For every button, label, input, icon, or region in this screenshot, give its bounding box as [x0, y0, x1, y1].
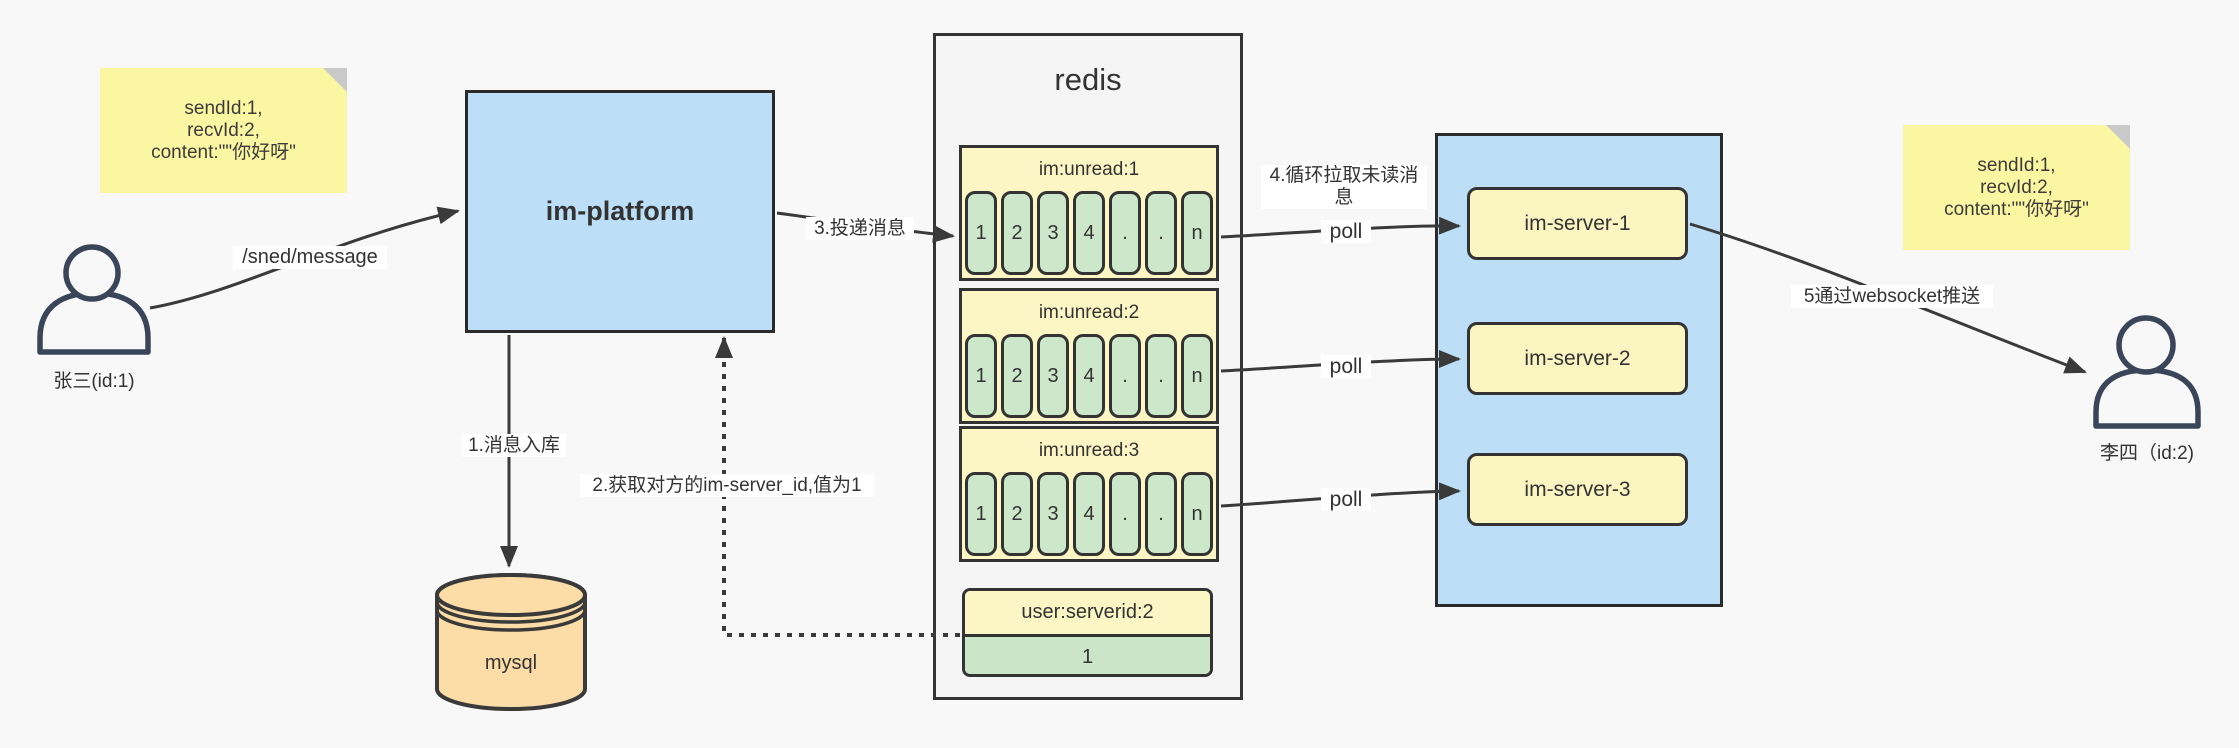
queue-cells: 1 2 3 4 . . n — [962, 191, 1216, 275]
label-poll-3: poll — [1321, 488, 1371, 511]
kv-header: user:serverid:2 — [965, 591, 1210, 634]
queue-header: im:unread:3 — [1038, 440, 1140, 461]
queue-cell: 3 — [1037, 472, 1069, 556]
queue-header: im:unread:2 — [1038, 302, 1140, 323]
queue-cell: . — [1109, 191, 1141, 275]
queue-cells: 1 2 3 4 . . n — [962, 472, 1216, 556]
user-serverid-box: user:serverid:2 1 — [962, 588, 1213, 677]
receiver-label: 李四（id:2) — [2100, 443, 2194, 464]
label-step5: 5通过websocket推送 — [1791, 285, 1993, 308]
queue-cell: 1 — [965, 191, 997, 275]
label-poll-1: poll — [1321, 220, 1371, 243]
kv-value: 1 — [965, 634, 1210, 674]
queue-cell: 4 — [1073, 472, 1105, 556]
im-server-1-box: im-server-1 — [1467, 187, 1688, 260]
queue-cell: n — [1181, 334, 1213, 418]
queue-cell: . — [1145, 472, 1177, 556]
label-step3: 3.投递消息 — [806, 217, 914, 240]
unread-queue-2: im:unread:2 1 2 3 4 . . n — [959, 288, 1219, 424]
note-fold-corner — [2106, 125, 2130, 149]
user-icon-receiver — [2093, 315, 2201, 429]
message-payload-note-left: sendId:1, recvId:2, content:""你好呀" — [100, 68, 347, 193]
unread-queue-1: im:unread:1 1 2 3 4 . . n — [959, 145, 1219, 281]
note-fold-corner — [323, 68, 347, 92]
label-step4: 4.循环拉取未读消息 — [1261, 165, 1427, 209]
queue-cell: 4 — [1073, 334, 1105, 418]
queue-cell: . — [1109, 472, 1141, 556]
user-icon-sender — [37, 244, 151, 355]
redis-title: redis — [1054, 62, 1122, 97]
im-platform-box: im-platform — [465, 90, 775, 333]
mysql-database-icon — [435, 573, 587, 711]
queue-cell: 1 — [965, 472, 997, 556]
queue-cell: n — [1181, 472, 1213, 556]
queue-header: im:unread:1 — [1038, 159, 1140, 180]
note-line: content:""你好呀" — [1944, 198, 2089, 220]
queue-cell: n — [1181, 191, 1213, 275]
queue-cell: . — [1145, 191, 1177, 275]
note-line: sendId:1, — [1977, 154, 2056, 176]
queue-cell: 3 — [1037, 191, 1069, 275]
note-line: content:""你好呀" — [151, 141, 296, 163]
queue-cell: 3 — [1037, 334, 1069, 418]
unread-queue-3: im:unread:3 1 2 3 4 . . n — [959, 426, 1219, 562]
note-line: sendId:1, — [184, 97, 263, 119]
label-step1: 1.消息入库 — [462, 434, 566, 457]
label-step2: 2.获取对方的im-server_id,值为1 — [580, 474, 874, 497]
queue-cell: 1 — [965, 334, 997, 418]
message-payload-note-right: sendId:1, recvId:2, content:""你好呀" — [1903, 125, 2130, 250]
im-server-3-box: im-server-3 — [1467, 453, 1688, 526]
label-poll-2: poll — [1321, 355, 1371, 378]
im-server-2-box: im-server-2 — [1467, 322, 1688, 395]
queue-cell: . — [1145, 334, 1177, 418]
queue-cell: 2 — [1001, 191, 1033, 275]
queue-cell: 2 — [1001, 334, 1033, 418]
im-server-label: im-server-1 — [1524, 211, 1631, 235]
queue-cell: 2 — [1001, 472, 1033, 556]
queue-cells: 1 2 3 4 . . n — [962, 334, 1216, 418]
queue-cell: . — [1109, 334, 1141, 418]
note-line: recvId:2, — [1980, 176, 2053, 198]
queue-cell: 4 — [1073, 191, 1105, 275]
mysql-label: mysql — [484, 652, 538, 674]
sender-label: 张三(id:1) — [53, 371, 135, 392]
im-server-label: im-server-2 — [1524, 346, 1631, 370]
note-line: recvId:2, — [187, 119, 260, 141]
im-server-label: im-server-3 — [1524, 477, 1631, 501]
im-platform-label: im-platform — [545, 196, 695, 226]
label-send-api: /sned/message — [233, 246, 387, 269]
